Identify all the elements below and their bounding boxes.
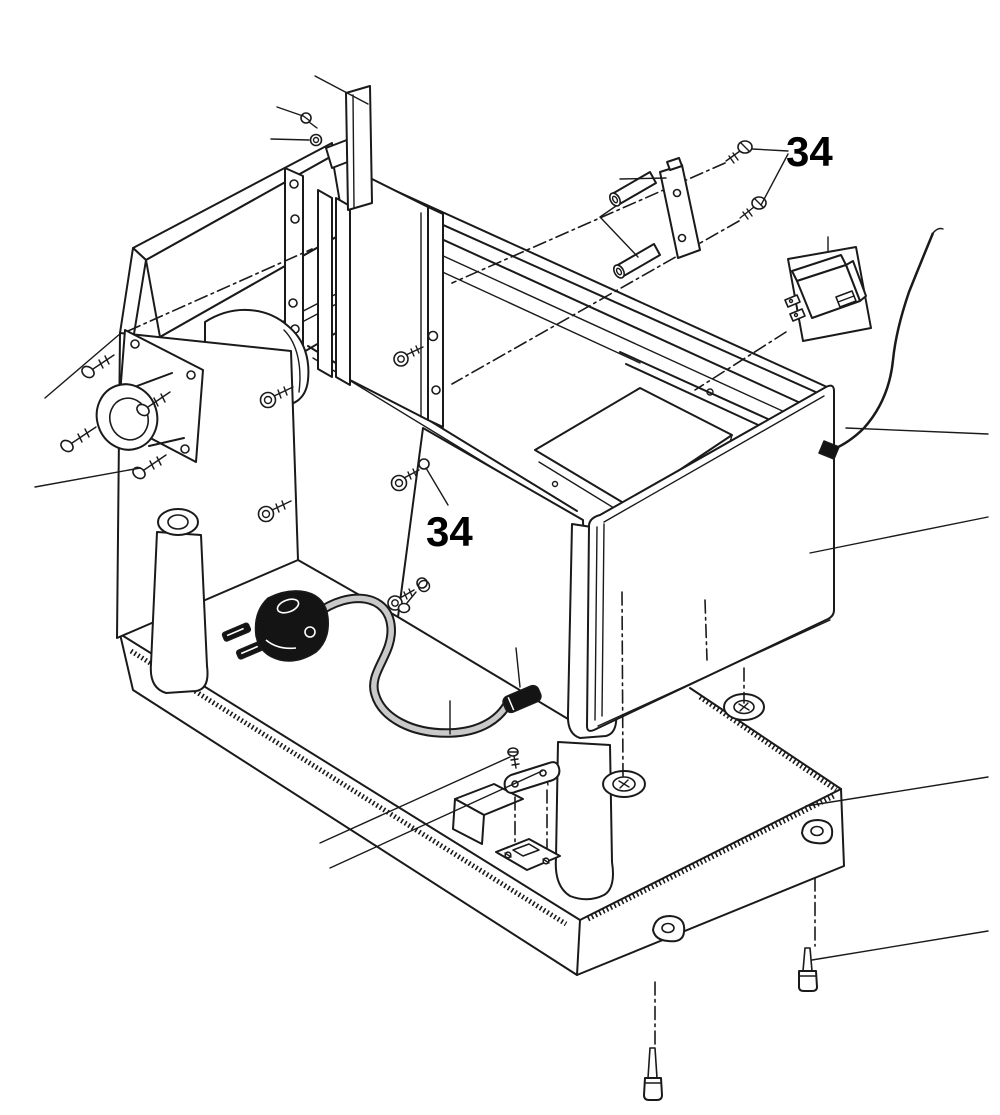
front-plate [297, 427, 589, 732]
leader-standoffs [599, 205, 639, 258]
switch-mounting-plate [659, 157, 701, 259]
post-nut [309, 133, 323, 147]
rocker-switch-assembly [694, 227, 944, 460]
axis-motor [127, 248, 313, 332]
axis-switch [694, 331, 787, 391]
leader-clamp [329, 770, 543, 869]
switch-wire [833, 232, 935, 451]
callout-34-mid: 34 [426, 508, 473, 555]
leader-plate [619, 177, 667, 180]
channel-screw [393, 345, 424, 367]
wire-connector [818, 440, 840, 460]
axis-panel-screw [704, 599, 708, 661]
panel-screw-34 [390, 468, 420, 492]
leader-base-seam [805, 776, 989, 807]
cord-screw-washer [397, 579, 431, 614]
cord-clamp [503, 747, 561, 859]
switch-screws-34 [725, 140, 767, 220]
power-cord-assembly [221, 590, 542, 738]
cap-screws [257, 386, 294, 523]
leader-motor-wall [44, 332, 122, 399]
leader-34-screw2 [760, 153, 789, 206]
leader-34-screw1 [751, 148, 789, 152]
mounting-ears [652, 819, 834, 943]
strain-relief [502, 684, 542, 714]
guide-channel [270, 75, 444, 428]
standoff-spacers [608, 171, 661, 279]
switch-plate-assembly [451, 140, 789, 385]
leader-34-mid [425, 467, 449, 506]
side-panel [586, 384, 835, 732]
leader-post-screw [276, 106, 304, 117]
leader-strain-relief [515, 647, 521, 688]
power-plug [221, 590, 329, 662]
terminal-block [495, 838, 561, 871]
annotation-lines [621, 427, 989, 961]
leader-post [314, 75, 369, 105]
axis-leg-screw [621, 591, 624, 777]
leader-wire [845, 427, 989, 435]
callout-34-top: 34 [786, 128, 833, 175]
leader-flange-screw [34, 467, 141, 488]
left-leg [149, 508, 209, 694]
switch-box-cover-front [452, 798, 485, 845]
base-pan [117, 560, 845, 1101]
motor-assembly [34, 248, 313, 694]
screw-bosses [602, 693, 765, 798]
leader-post-nut [270, 138, 310, 141]
callouts: 34 34 [426, 128, 833, 555]
motor-flange-screws [60, 354, 171, 480]
base-screws [643, 877, 818, 1101]
leader-panel [809, 516, 989, 554]
leader-clamp-screw [319, 756, 511, 844]
leader-base-screw [811, 930, 989, 961]
